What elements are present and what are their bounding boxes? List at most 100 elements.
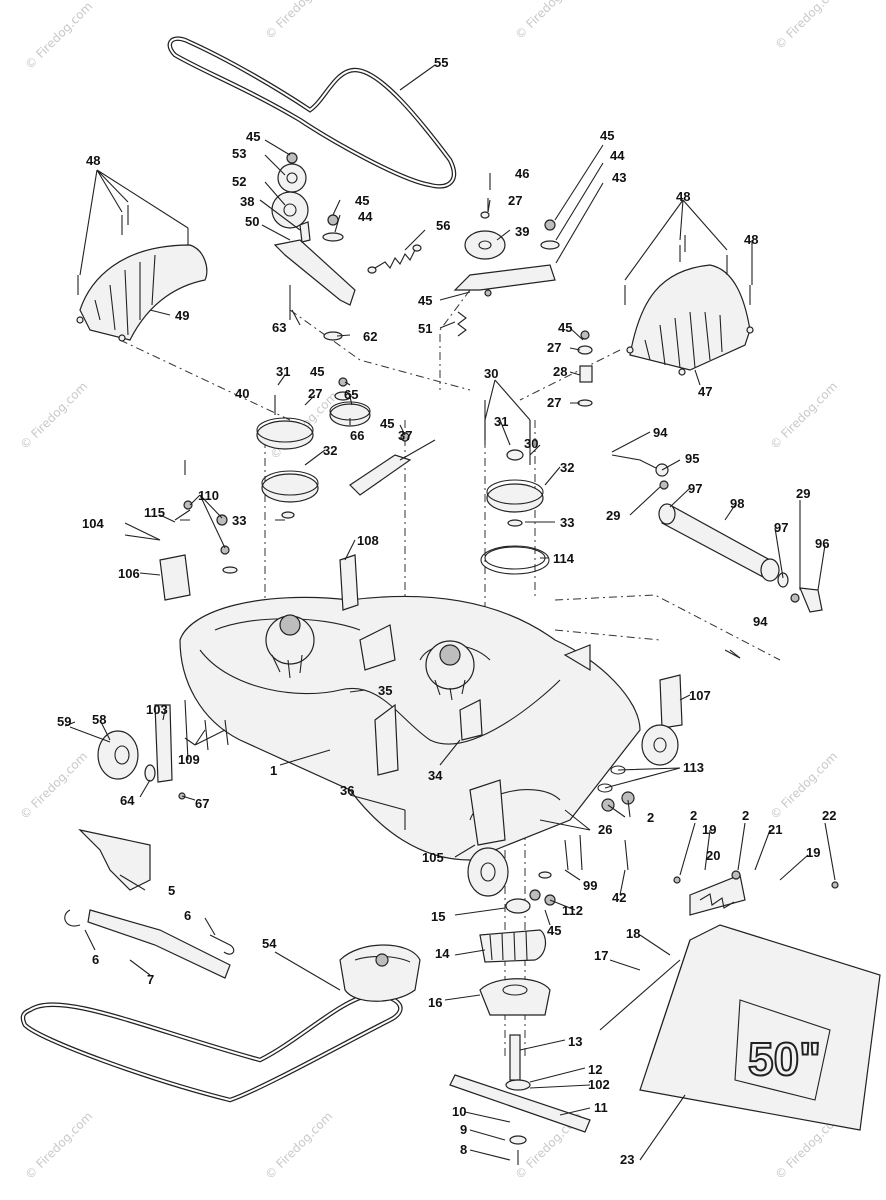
callout-16: 16	[428, 995, 442, 1010]
callout-45: 45	[418, 293, 432, 308]
callout-59: 59	[57, 714, 71, 729]
callout-45: 45	[246, 129, 260, 144]
callout-14: 14	[435, 946, 450, 961]
callout-94: 94	[753, 614, 768, 629]
callout-66: 66	[350, 428, 364, 443]
callout-19: 19	[702, 822, 716, 837]
callout-40: 40	[235, 386, 249, 401]
callout-63: 63	[272, 320, 286, 335]
callout-54: 54	[262, 936, 277, 951]
idler-arm-43	[453, 198, 560, 297]
callout-21: 21	[768, 822, 782, 837]
callout-50: 50	[245, 214, 259, 229]
watermark-text: © Firedog.com	[22, 0, 95, 72]
callout-107: 107	[689, 688, 711, 703]
callout-98: 98	[730, 496, 744, 511]
callout-2: 2	[742, 808, 749, 823]
callout-53: 53	[232, 146, 246, 161]
callout-7: 7	[147, 972, 154, 987]
callout-109: 109	[178, 752, 200, 767]
belt-guard-left-49	[76, 244, 208, 342]
callout-95: 95	[685, 451, 699, 466]
callout-6: 6	[184, 908, 191, 923]
callout-49: 49	[175, 308, 189, 323]
callout-2: 2	[690, 808, 697, 823]
callout-45: 45	[547, 923, 561, 938]
callout-112: 112	[562, 903, 583, 918]
callout-104: 104	[82, 516, 104, 531]
gauge-wheel-58	[69, 699, 229, 800]
callout-45: 45	[558, 320, 572, 335]
callout-31: 31	[494, 414, 508, 429]
callout-6: 6	[92, 952, 99, 967]
callout-62: 62	[363, 329, 377, 344]
callout-48: 48	[676, 189, 690, 204]
fasteners	[77, 205, 751, 830]
callout-114: 114	[553, 551, 575, 566]
callout-65: 65	[344, 387, 358, 402]
callout-102: 102	[588, 1077, 610, 1092]
callout-33: 33	[560, 515, 574, 530]
callout-13: 13	[568, 1034, 582, 1049]
callout-52: 52	[232, 174, 246, 189]
callout-27: 27	[508, 193, 522, 208]
callout-67: 67	[195, 796, 209, 811]
watermark-text: © Firedog.com	[17, 379, 90, 452]
callout-33: 33	[232, 513, 246, 528]
callout-44: 44	[358, 209, 373, 224]
discharge-chute-23: 50"	[599, 870, 881, 1131]
callout-11: 11	[594, 1100, 608, 1115]
belt-guard-right-47	[626, 264, 754, 376]
callout-55: 55	[434, 55, 448, 70]
watermark-text: © Firedog.com	[17, 749, 90, 822]
callout-32: 32	[323, 443, 337, 458]
callout-27: 27	[547, 395, 561, 410]
mandrel-pulley-belt	[339, 944, 421, 1002]
deck-belt-54	[20, 992, 403, 1103]
callout-12: 12	[588, 1062, 602, 1077]
callout-108: 108	[357, 533, 379, 548]
callout-18: 18	[626, 926, 640, 941]
callout-110: 110	[198, 488, 219, 503]
callout-2: 2	[647, 810, 654, 825]
callout-23: 23	[620, 1152, 634, 1167]
callout-64: 64	[120, 793, 135, 808]
watermark-text: © Firedog.com	[512, 0, 585, 42]
link-bar-7	[64, 909, 235, 979]
callout-97: 97	[688, 481, 702, 496]
drive-belt-55	[167, 36, 457, 189]
callout-115: 115	[144, 505, 165, 520]
callout-32: 32	[560, 460, 574, 475]
callout-30: 30	[524, 436, 538, 451]
gauge-wheel-105	[467, 779, 509, 897]
roller-98	[611, 454, 823, 659]
callout-5: 5	[168, 883, 175, 898]
callout-45: 45	[355, 193, 369, 208]
watermark-text: © Firedog.com	[772, 0, 845, 52]
callout-113: 113	[683, 760, 704, 775]
callout-29: 29	[796, 486, 810, 501]
callout-48: 48	[744, 232, 758, 247]
callout-42: 42	[612, 890, 626, 905]
callout-99: 99	[583, 878, 597, 893]
callout-28: 28	[553, 364, 567, 379]
callout-58: 58	[92, 712, 106, 727]
callout-15: 15	[431, 909, 445, 924]
callout-43: 43	[612, 170, 626, 185]
callout-106: 106	[118, 566, 140, 581]
callout-46: 46	[515, 166, 529, 181]
spring-51	[457, 311, 467, 337]
callout-labels: 55 45 53 52 38 45 44 50 56 63 62 48 49 4…	[57, 55, 836, 1167]
callout-26: 26	[598, 822, 612, 837]
callout-47: 47	[698, 384, 712, 399]
callout-45: 45	[380, 416, 394, 431]
callout-37: 37	[398, 428, 412, 443]
callout-56: 56	[436, 218, 450, 233]
callout-1: 1	[270, 763, 277, 778]
callout-45: 45	[600, 128, 614, 143]
callout-34: 34	[428, 768, 443, 783]
callout-44: 44	[610, 148, 625, 163]
watermark-text: © Firedog.com	[22, 1109, 95, 1182]
